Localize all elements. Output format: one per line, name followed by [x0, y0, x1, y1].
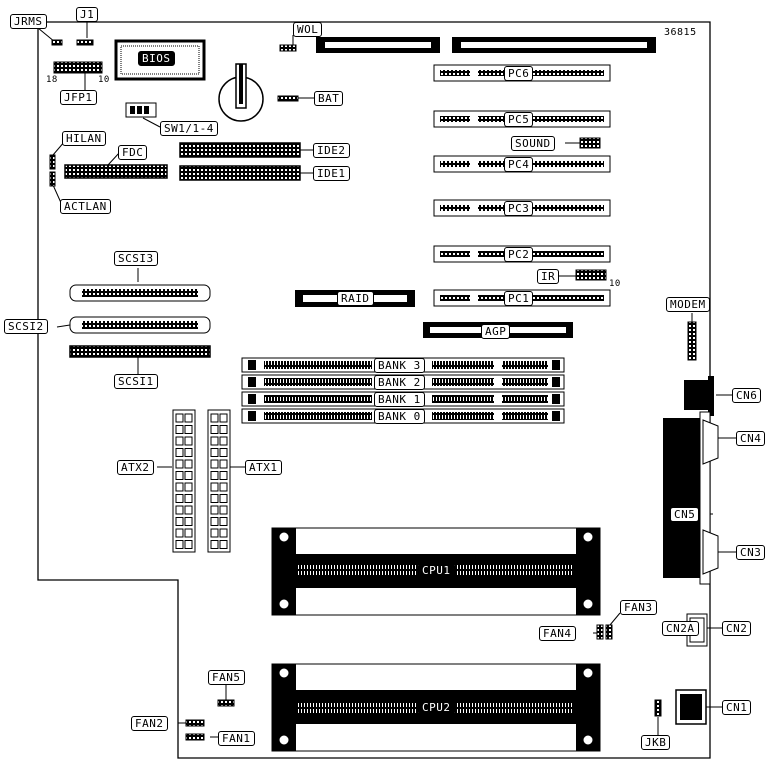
cn1-connector: [675, 689, 707, 725]
label-sw1: SW1/1-4: [160, 121, 218, 136]
ir-header: [575, 269, 607, 281]
label-cn1: CN1: [722, 700, 752, 715]
label-cn2a: CN2A: [662, 621, 699, 636]
bat-jumper: [277, 95, 299, 102]
label-raid: RAID: [337, 291, 374, 306]
label-pc4: PC4: [504, 157, 534, 172]
label-cn6: CN6: [732, 388, 762, 403]
label-cn5: CN5: [670, 507, 700, 522]
ide1-connector: [179, 165, 301, 181]
j1-jumper: [76, 39, 94, 46]
label-pc3: PC3: [504, 201, 534, 216]
label-modem: MODEM: [666, 297, 710, 312]
label-pc5: PC5: [504, 112, 534, 127]
label-fan2: FAN2: [131, 716, 168, 731]
scsi3-connector: [69, 284, 211, 302]
pci-slots: [433, 64, 611, 307]
leader-lines: [37, 20, 736, 738]
fan5-header: [217, 699, 235, 707]
label-cn3: CN3: [736, 545, 766, 560]
sound-header: [579, 137, 601, 149]
fan3-header: [605, 624, 613, 640]
scsi2-connector: [69, 316, 211, 334]
hilan-header: [49, 154, 56, 170]
document-number: 36815: [664, 27, 697, 38]
cn5-block: [663, 411, 719, 585]
label-bank2: BANK 2: [374, 375, 425, 390]
label-ide1: IDE1: [313, 166, 350, 181]
label-cn4: CN4: [736, 431, 766, 446]
label-sound: SOUND: [511, 136, 555, 151]
actlan-header: [49, 171, 56, 187]
wol-header: [279, 44, 297, 52]
label-jfp1-pin-right: 10: [98, 75, 110, 85]
cn6-connector: [684, 376, 714, 416]
ide2-connector: [179, 142, 301, 158]
label-jkb: JKB: [641, 735, 671, 750]
label-scsi3: SCSI3: [114, 251, 158, 266]
top-slots: [316, 37, 656, 53]
label-bat: BAT: [314, 91, 344, 106]
board-outline: [37, 21, 711, 759]
atx2-connector: [172, 409, 196, 553]
label-ide2: IDE2: [313, 143, 350, 158]
label-jrms: JRMS: [10, 14, 47, 29]
label-fan1: FAN1: [218, 731, 255, 746]
label-scsi1: SCSI1: [114, 374, 158, 389]
label-agp: AGP: [481, 324, 511, 339]
label-bank3: BANK 3: [374, 358, 425, 373]
label-wol: WOL: [293, 22, 323, 37]
label-hilan: HILAN: [62, 131, 106, 146]
label-fan3: FAN3: [620, 600, 657, 615]
label-bios: BIOS: [138, 51, 175, 66]
label-cpu1: CPU1: [418, 563, 455, 578]
label-cpu2: CPU2: [418, 700, 455, 715]
label-j1: J1: [76, 7, 99, 22]
label-bank0: BANK 0: [374, 409, 425, 424]
fdc-connector: [64, 164, 168, 179]
modem-header: [687, 321, 697, 361]
label-pc2: PC2: [504, 247, 534, 262]
battery: [218, 63, 264, 122]
jrms-jumper: [51, 39, 63, 46]
label-atx2: ATX2: [117, 460, 154, 475]
jfp1-header: [53, 61, 103, 74]
jkb-jumper: [654, 699, 662, 717]
label-fdc: FDC: [118, 145, 148, 160]
scsi1-connector: [69, 345, 211, 358]
label-ir-pin: 10: [609, 279, 621, 289]
label-bank1: BANK 1: [374, 392, 425, 407]
label-fan5: FAN5: [208, 670, 245, 685]
label-jfp1: JFP1: [60, 90, 97, 105]
label-jfp1-pin-left: 18: [46, 75, 58, 85]
label-actlan: ACTLAN: [60, 199, 111, 214]
label-cn2: CN2: [722, 621, 752, 636]
atx1-connector: [207, 409, 231, 553]
label-pc6: PC6: [504, 66, 534, 81]
fan1-header: [185, 733, 205, 741]
label-atx1: ATX1: [245, 460, 282, 475]
label-ir: IR: [537, 269, 560, 284]
fan2-header: [185, 719, 205, 727]
label-fan4: FAN4: [539, 626, 576, 641]
sw1-dip-switch: [125, 102, 157, 118]
label-scsi2: SCSI2: [4, 319, 48, 334]
fan4-header: [596, 624, 604, 640]
label-pc1: PC1: [504, 291, 534, 306]
